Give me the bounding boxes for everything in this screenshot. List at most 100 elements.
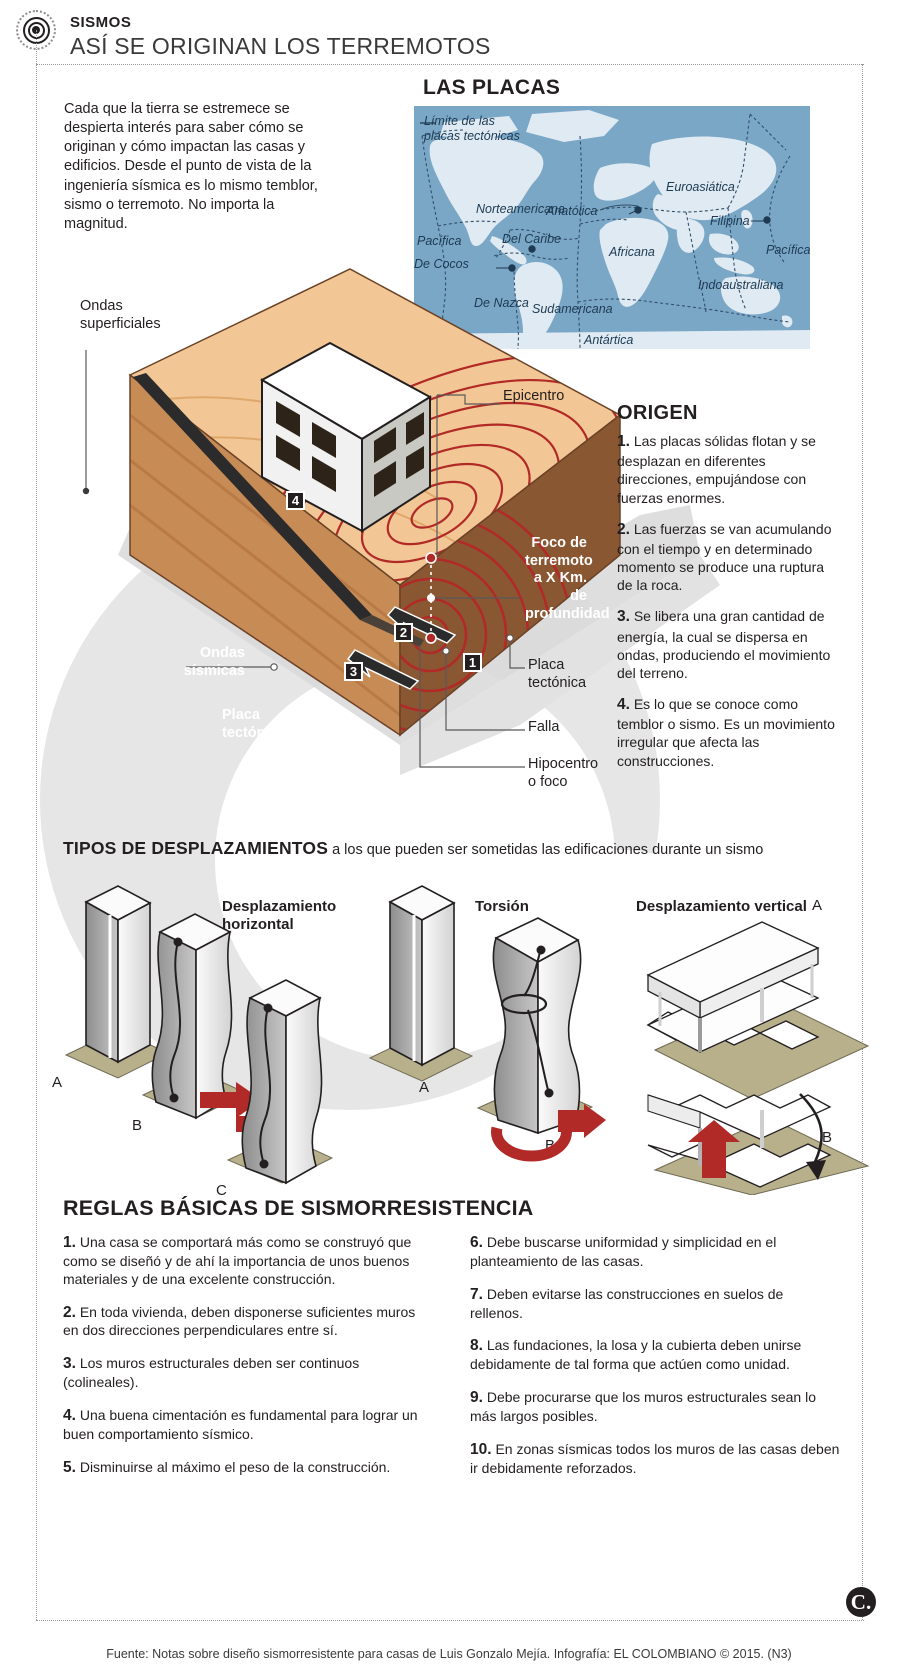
disp-h-line2: horizontal — [222, 916, 294, 933]
regla-item: 2. En toda vivienda, deben disponerse su… — [63, 1303, 433, 1341]
svg-text:A: A — [52, 1074, 62, 1091]
regla-text: Debe buscarse uniformidad y simplicidad … — [470, 1234, 777, 1269]
divider-right — [862, 64, 863, 1620]
world-map-svg — [414, 106, 810, 349]
legend-dash-icon — [420, 122, 436, 124]
ondas-superficiales-line2: superficiales — [80, 315, 161, 332]
plate-label: Pacífica — [417, 234, 462, 248]
divider-bottom — [36, 1620, 864, 1621]
regla-text: En toda vivienda, deben disponerse sufic… — [63, 1303, 416, 1339]
ondas-sismicas-line2: sísmicas — [183, 662, 245, 679]
plate-label: Filipina — [710, 214, 750, 228]
regla-number: 1. — [63, 1234, 76, 1251]
svg-text:B: B — [545, 1137, 555, 1154]
divider-left — [36, 30, 37, 1620]
svg-text:A: A — [419, 1079, 429, 1096]
map-legend: Límite de las placas tectónicas — [424, 114, 520, 144]
foco-line3: a X Km. de — [533, 570, 587, 605]
origen-item: 1. Las placas sólidas flotan y se despla… — [617, 432, 842, 507]
plate-label: De Cocos — [414, 257, 469, 271]
regla-item: 5. Disminuirse al máximo el peso de la c… — [63, 1458, 433, 1478]
foco-line1: Foco de — [531, 535, 587, 551]
reglas-column-right: 6. Debe buscarse uniformidad y simplicid… — [470, 1233, 840, 1492]
plate-label: Euroasiática — [666, 180, 735, 194]
origen-item: 3. Se libera una gran cantidad de energí… — [617, 607, 842, 682]
regla-number: 3. — [63, 1355, 76, 1373]
displacement-svg: A B — [52, 885, 870, 1195]
label-falla: Falla — [528, 719, 560, 735]
regla-item: 7. Deben evitarse las construcciones en … — [470, 1285, 840, 1323]
regla-item: 1. Una casa se comportará más como se co… — [63, 1233, 433, 1289]
origen-item-text: Es lo que se conoce como temblor o sismo… — [617, 696, 835, 769]
placa-right-line2: tectónica — [528, 674, 587, 691]
regla-number: 5. — [63, 1458, 76, 1476]
origen-item: 4. Es lo que se conoce como temblor o si… — [617, 695, 842, 770]
map-title: LAS PLACAS — [423, 76, 561, 99]
title-desplazamiento-horizontal: Desplazamiento horizontal — [222, 898, 336, 934]
plate-label: Sudamericana — [532, 302, 613, 316]
tower-h-a — [64, 885, 170, 1079]
origen-item-text: Se libera una gran cantidad de energía, … — [617, 608, 831, 681]
plate-label: Del Caribe — [502, 232, 562, 246]
ondas-sismicas-line1: Ondas — [199, 645, 245, 661]
regla-item: 6. Debe buscarse uniformidad y simplicid… — [470, 1233, 840, 1271]
regla-number: 7. — [470, 1285, 483, 1303]
label-placa-tectonica: Placa tectónica — [222, 707, 286, 742]
map-legend-line2: placas tectónicas — [424, 129, 520, 143]
regla-item: 4. Una buena cimentación es fundamental … — [63, 1406, 433, 1444]
svg-text:A: A — [812, 897, 822, 914]
svg-text:C: C — [216, 1182, 227, 1195]
arrow-horizontal-1 — [200, 1082, 262, 1118]
regla-number: 2. — [63, 1303, 76, 1321]
regla-number: 9. — [470, 1389, 483, 1407]
tower-t-b — [476, 917, 594, 1135]
hipocentro-line2: o foco — [528, 773, 568, 790]
tectonic-plates-map: Límite de las placas tectónicas Norteame… — [414, 106, 810, 349]
reglas-column-left: 1. Una casa se comportará más como se co… — [63, 1233, 433, 1492]
placa-line2: tectónica — [222, 724, 286, 741]
plate-label: De Nazca — [474, 296, 529, 310]
origen-title: ORIGEN — [617, 402, 698, 424]
regla-number: 8. — [470, 1337, 483, 1355]
regla-text: Debe procurarse que los muros estructura… — [470, 1389, 816, 1425]
label-hipocentro: Hipocentro o foco — [528, 756, 598, 791]
origen-item-text: Las fuerzas se van acumulando con el tie… — [617, 520, 832, 594]
origen-item-number: 4. — [617, 696, 630, 714]
tower-h-b — [141, 913, 248, 1120]
callout-1: 1 — [463, 653, 482, 672]
tipos-subtitle: a los que pueden ser sometidas las edifi… — [328, 842, 764, 858]
origen-item: 2. Las fuerzas se van acumulando con el … — [617, 520, 842, 595]
reglas-title: REGLAS BÁSICAS DE SISMORRESISTENCIA — [63, 1196, 534, 1220]
intro-paragraph: Cada que la tierra se estremece se despi… — [64, 101, 318, 232]
regla-text: Los muros estructurales deben ser contin… — [63, 1355, 360, 1391]
title-desplazamiento-vertical: Desplazamiento vertical — [636, 898, 807, 915]
regla-item: 3. Los muros estructurales deben ser con… — [63, 1354, 433, 1392]
placa-line1: Placa — [222, 707, 260, 723]
regla-text: Disminuirse al máximo el peso de la cons… — [75, 1458, 391, 1475]
origen-item-text: Las placas sólidas flotan y se desplazan… — [617, 433, 816, 506]
origen-item-number: 3. — [617, 608, 630, 626]
label-ondas-sismicas: Ondas sísmicas — [175, 645, 245, 680]
slab-v-b — [647, 1093, 870, 1195]
regla-text: En zonas sísmicas todos los muros de las… — [470, 1440, 840, 1476]
regla-item: 10. En zonas sísmicas todos los muros de… — [470, 1440, 840, 1478]
placa-right-line1: Placa — [528, 657, 565, 673]
svg-text:B: B — [132, 1117, 142, 1134]
disp-h-line1: Desplazamiento — [222, 898, 337, 915]
regla-item: 9. Debe procurarse que los muros estruct… — [470, 1388, 840, 1426]
regla-text: Una casa se comportará más como se const… — [63, 1234, 412, 1287]
regla-item: 8. Las fundaciones, la losa y la cubiert… — [470, 1336, 840, 1374]
map-legend-line1: Límite de las — [424, 114, 495, 128]
tower-h-c — [226, 979, 334, 1185]
tipos-heading: TIPOS DE DESPLAZAMIENTOS a los que puede… — [63, 838, 763, 859]
tipos-title: TIPOS DE DESPLAZAMIENTOS — [63, 838, 329, 858]
hipocentro-line1: Hipocentro — [528, 756, 599, 772]
plate-label: Norteamericana — [476, 202, 565, 216]
source-credit: Fuente: Notas sobre diseño sismorresiste… — [106, 1647, 792, 1661]
foco-line4: profundidad — [525, 605, 610, 622]
page-title: ASÍ SE ORIGINAN LOS TERREMOTOS — [70, 33, 491, 59]
earthquake-block-diagram: 4 2 1 3 — [0, 255, 898, 845]
colombiano-logo: C. — [846, 1587, 876, 1617]
regla-text: Las fundaciones, la losa y la cubierta d… — [470, 1337, 802, 1373]
